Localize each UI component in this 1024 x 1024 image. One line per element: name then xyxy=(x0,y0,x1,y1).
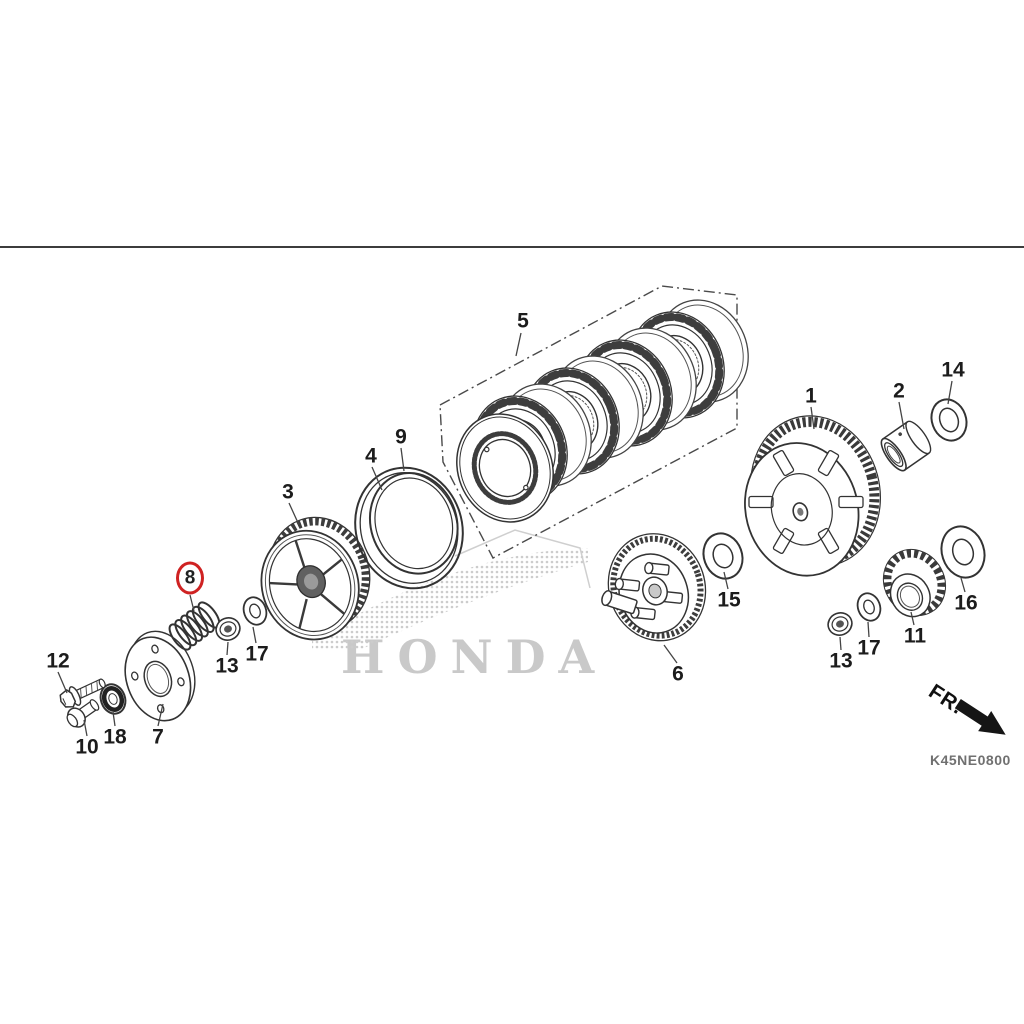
part-3-pressure-plate xyxy=(260,516,371,641)
part-4-and-9-rings xyxy=(354,466,464,590)
callout-6[interactable]: 6 xyxy=(672,662,684,686)
honda-wing-icon xyxy=(312,529,591,649)
part-11-primary-gear xyxy=(882,548,947,618)
part-5-clutch-plate-set xyxy=(456,299,749,523)
part-18-grommet xyxy=(99,683,127,715)
part-17-washer-right xyxy=(856,592,882,622)
callout-14[interactable]: 14 xyxy=(941,358,965,382)
part-17-washer-left xyxy=(242,596,268,626)
callout-5[interactable]: 5 xyxy=(517,309,529,333)
part-12-flange-bolt xyxy=(59,678,106,708)
callout-8: 8 xyxy=(184,567,196,589)
part-1-clutch-outer xyxy=(744,415,881,577)
callout-9[interactable]: 9 xyxy=(395,425,407,449)
highlight-circle-part-8[interactable]: 8 xyxy=(176,561,204,595)
part-5-boundary-box xyxy=(439,285,738,559)
callout-leader-lines xyxy=(57,332,966,737)
callout-11[interactable]: 11 xyxy=(903,624,927,648)
part-14-washer xyxy=(930,398,968,442)
callout-12[interactable]: 12 xyxy=(46,649,70,673)
top-divider-line xyxy=(0,246,1024,248)
part-2-bushing xyxy=(880,420,932,472)
part-13-nut-right xyxy=(827,612,853,636)
fr-direction-arrow xyxy=(954,699,1006,735)
part-10-bolt xyxy=(66,699,100,728)
part-13-nut-left xyxy=(215,617,241,641)
callout-7[interactable]: 7 xyxy=(152,725,164,749)
callout-2[interactable]: 2 xyxy=(893,379,905,403)
diagram-code: K45NE0800 xyxy=(930,752,1011,768)
callout-1[interactable]: 1 xyxy=(805,384,817,408)
callout-17-left[interactable]: 17 xyxy=(245,642,269,666)
part-16-washer xyxy=(940,525,986,579)
part-15-washer xyxy=(702,532,744,580)
callout-17-right[interactable]: 17 xyxy=(857,636,881,660)
callout-15[interactable]: 15 xyxy=(717,588,741,612)
callout-4[interactable]: 4 xyxy=(365,444,377,468)
callout-18[interactable]: 18 xyxy=(103,725,127,749)
callout-13-right[interactable]: 13 xyxy=(829,649,853,673)
part-7-lifter-plate xyxy=(124,630,196,722)
callout-16[interactable]: 16 xyxy=(954,591,978,615)
part-6-clutch-center xyxy=(601,533,707,642)
callout-3[interactable]: 3 xyxy=(282,480,294,504)
callout-10[interactable]: 10 xyxy=(75,735,99,759)
callout-13-left[interactable]: 13 xyxy=(215,654,239,678)
